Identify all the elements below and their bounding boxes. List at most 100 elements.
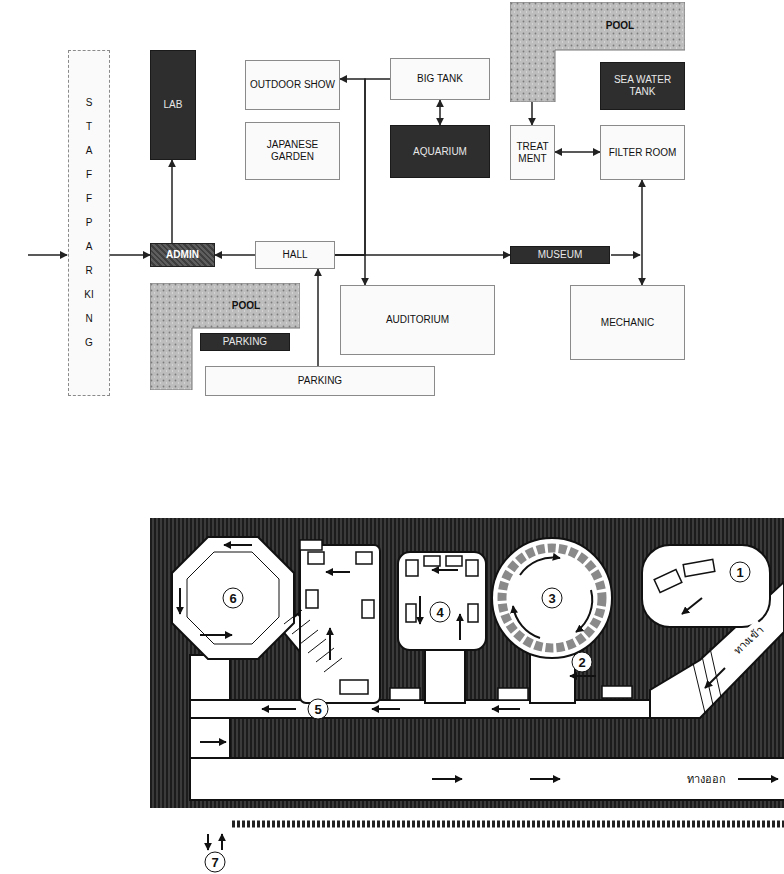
area-box: LAB	[150, 50, 196, 160]
drawing-part	[284, 610, 302, 624]
drawing-part	[432, 569, 458, 571]
area-box: OUTDOOR SHOW	[245, 60, 340, 110]
box-label: STAFF PARKING	[84, 91, 94, 355]
area-box: TREAT MENT	[510, 125, 555, 180]
drawing-part	[172, 537, 784, 800]
drawing-part	[326, 571, 350, 573]
drawing-part	[362, 600, 374, 618]
drawing-part	[654, 570, 682, 593]
box-label: POOL	[606, 20, 634, 32]
drawing-part	[180, 545, 778, 850]
connector-arrow	[641, 180, 643, 285]
box-label: ADMIN	[166, 249, 199, 261]
drawing-part	[502, 548, 602, 648]
drawing-part	[406, 604, 416, 622]
callout-number: 5	[308, 699, 329, 720]
connector-arrow	[335, 255, 365, 285]
box-label: TREAT MENT	[514, 141, 551, 165]
area-box: PARKING	[205, 366, 435, 396]
area-box: STAFF PARKING	[68, 50, 110, 396]
drawing-part	[221, 834, 223, 850]
box-label: AQUARIUM	[413, 146, 467, 158]
drawing-part	[570, 675, 596, 677]
drawing-part	[300, 630, 318, 644]
drawing-part	[498, 688, 528, 700]
drawing-part	[492, 538, 612, 658]
box-label: HALL	[282, 249, 307, 261]
box-label: AUDITORIUM	[386, 314, 449, 326]
drawing-part	[466, 560, 478, 576]
drawing-part	[611, 254, 640, 256]
drawing-part	[602, 686, 632, 698]
drawing-part	[190, 758, 784, 800]
drawing-part	[207, 834, 209, 850]
callout-number: 6	[223, 588, 244, 609]
area-box: MECHANIC	[570, 285, 685, 360]
area-box: ADMIN	[150, 243, 215, 267]
pool-text-area: POOL	[192, 283, 300, 328]
drawing-part	[28, 254, 67, 256]
area-box: FILTER ROOM	[600, 125, 685, 180]
drawing-part	[329, 628, 331, 660]
box-label: JAPANESE GARDEN	[249, 139, 336, 163]
area-box: HALL	[255, 241, 335, 269]
drawing-part	[390, 688, 420, 700]
drawing-part	[179, 588, 181, 614]
drawing-part	[200, 741, 226, 743]
drawing-part	[262, 708, 296, 710]
drawing-part	[432, 778, 462, 780]
drawing-part	[308, 639, 326, 653]
drawing-part	[576, 590, 592, 632]
drawing-part	[300, 545, 380, 703]
drawing-part	[340, 680, 368, 694]
box-label: SEA WATER TANK	[604, 74, 681, 98]
drawing-part	[232, 821, 784, 828]
drawing-part	[187, 552, 721, 713]
connector-arrow	[317, 269, 319, 366]
drawing-part	[300, 540, 322, 550]
callout-number: 7	[205, 852, 226, 873]
drawing-part	[224, 544, 252, 546]
box-label: PARKING	[223, 336, 267, 348]
drawing-part	[187, 552, 279, 644]
area-box: AUDITORIUM	[340, 285, 495, 355]
drawing-part	[292, 620, 310, 634]
connector-arrow	[439, 100, 441, 125]
box-label: BIG TANK	[417, 73, 463, 85]
drawing-part	[738, 778, 778, 780]
drawing-part	[446, 556, 462, 566]
drawing-part	[520, 557, 560, 575]
drawing-part	[705, 668, 725, 688]
drawing-part	[172, 537, 294, 659]
box-label: FILTER ROOM	[609, 147, 677, 159]
pool-text-area: POOL	[555, 2, 685, 50]
drawing-part	[424, 556, 440, 566]
exit-label: ทางออก	[685, 770, 728, 788]
drawing-part	[459, 614, 461, 640]
box-label: POOL	[232, 300, 260, 312]
drawing-part	[406, 560, 418, 576]
connector-arrow	[215, 254, 255, 256]
drawing-part	[372, 708, 400, 710]
box-label: MUSEUM	[538, 249, 582, 261]
drawing-part	[425, 645, 465, 703]
connector-arrow	[335, 79, 390, 255]
area-box: PARKING	[200, 333, 290, 351]
box-label: PARKING	[298, 375, 342, 387]
area-box: BIG TANK	[390, 58, 490, 100]
drawing-part	[300, 540, 715, 700]
drawing-part	[356, 552, 372, 564]
box-label: OUTDOOR SHOW	[250, 79, 335, 91]
callout-number: 3	[542, 588, 563, 609]
drawing-part	[682, 598, 702, 614]
drawing-part	[308, 552, 324, 564]
box-label: MECHANIC	[601, 317, 654, 329]
drawing-part	[530, 778, 560, 780]
drawing-part	[316, 648, 334, 662]
callout-number: 2	[572, 652, 593, 673]
drawing-part	[306, 590, 318, 608]
area-box: MUSEUM	[510, 246, 610, 264]
drawing-part	[468, 604, 478, 622]
drawing-part	[200, 634, 232, 636]
